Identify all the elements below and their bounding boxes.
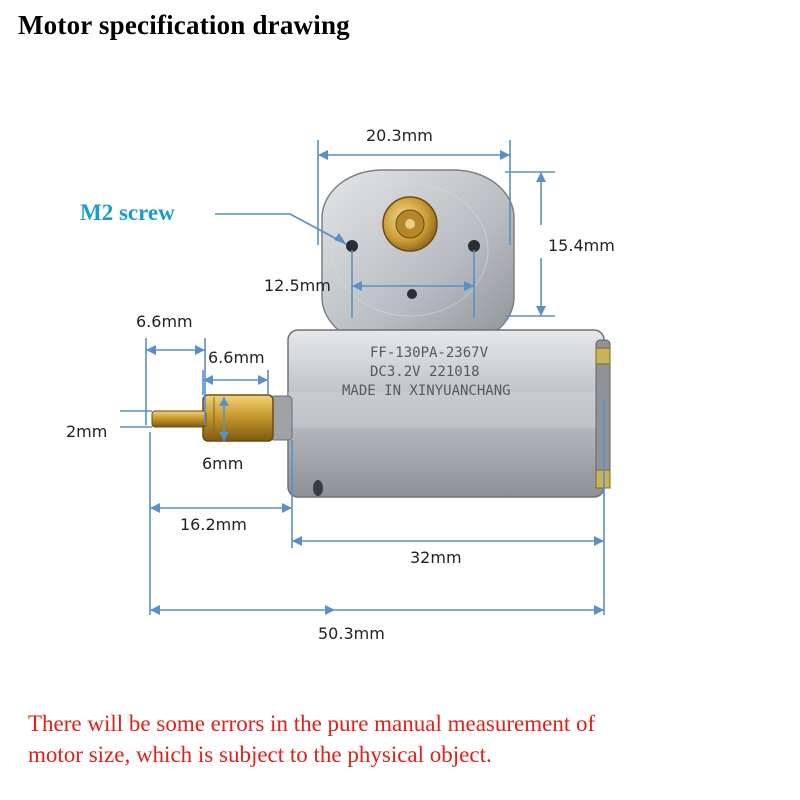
motor-side-view: FF-130PA-2367V DC3.2V 221018 MADE IN XIN… <box>151 329 611 498</box>
motor-shaft <box>151 410 207 428</box>
motor-label-line3: MADE IN XINYUANCHANG <box>342 383 511 399</box>
terminal-bottom <box>595 469 611 489</box>
dim-end-width: 20.3mm <box>366 126 433 145</box>
dim-hole-spacing: 12.5mm <box>264 276 331 295</box>
motor-label-line1: FF-130PA-2367V <box>370 345 489 361</box>
m2-screw-callout: M2 screw <box>80 200 175 225</box>
dim-body-length: 32mm <box>410 548 462 567</box>
motor-end-view <box>321 169 515 346</box>
dim-end-height: 15.4mm <box>548 236 615 255</box>
terminal-top <box>595 347 611 365</box>
dim-shaft-diameter: 2mm <box>66 422 108 441</box>
dim-shaft-segment-2: 6.6mm <box>208 348 265 367</box>
mounting-hole-left <box>346 240 358 252</box>
mounting-hole-bottom <box>407 289 417 299</box>
page-title: Motor specification drawing <box>18 10 350 40</box>
note-line-2: motor size, which is subject to the phys… <box>28 742 492 767</box>
dim-shaft-segment-1: 6.6mm <box>136 312 193 331</box>
mounting-hole-right <box>468 240 480 252</box>
note-line-1: There will be some errors in the pure ma… <box>28 711 596 736</box>
dim-shaft-length: 16.2mm <box>180 515 247 534</box>
motor-label-line2: DC3.2V 221018 <box>370 364 480 380</box>
dim-overall-length: 50.3mm <box>318 624 385 643</box>
measurement-note: There will be some errors in the pure ma… <box>28 708 788 770</box>
dim-gear-diameter: 6mm <box>202 454 244 473</box>
dimension-arrows <box>146 150 604 615</box>
